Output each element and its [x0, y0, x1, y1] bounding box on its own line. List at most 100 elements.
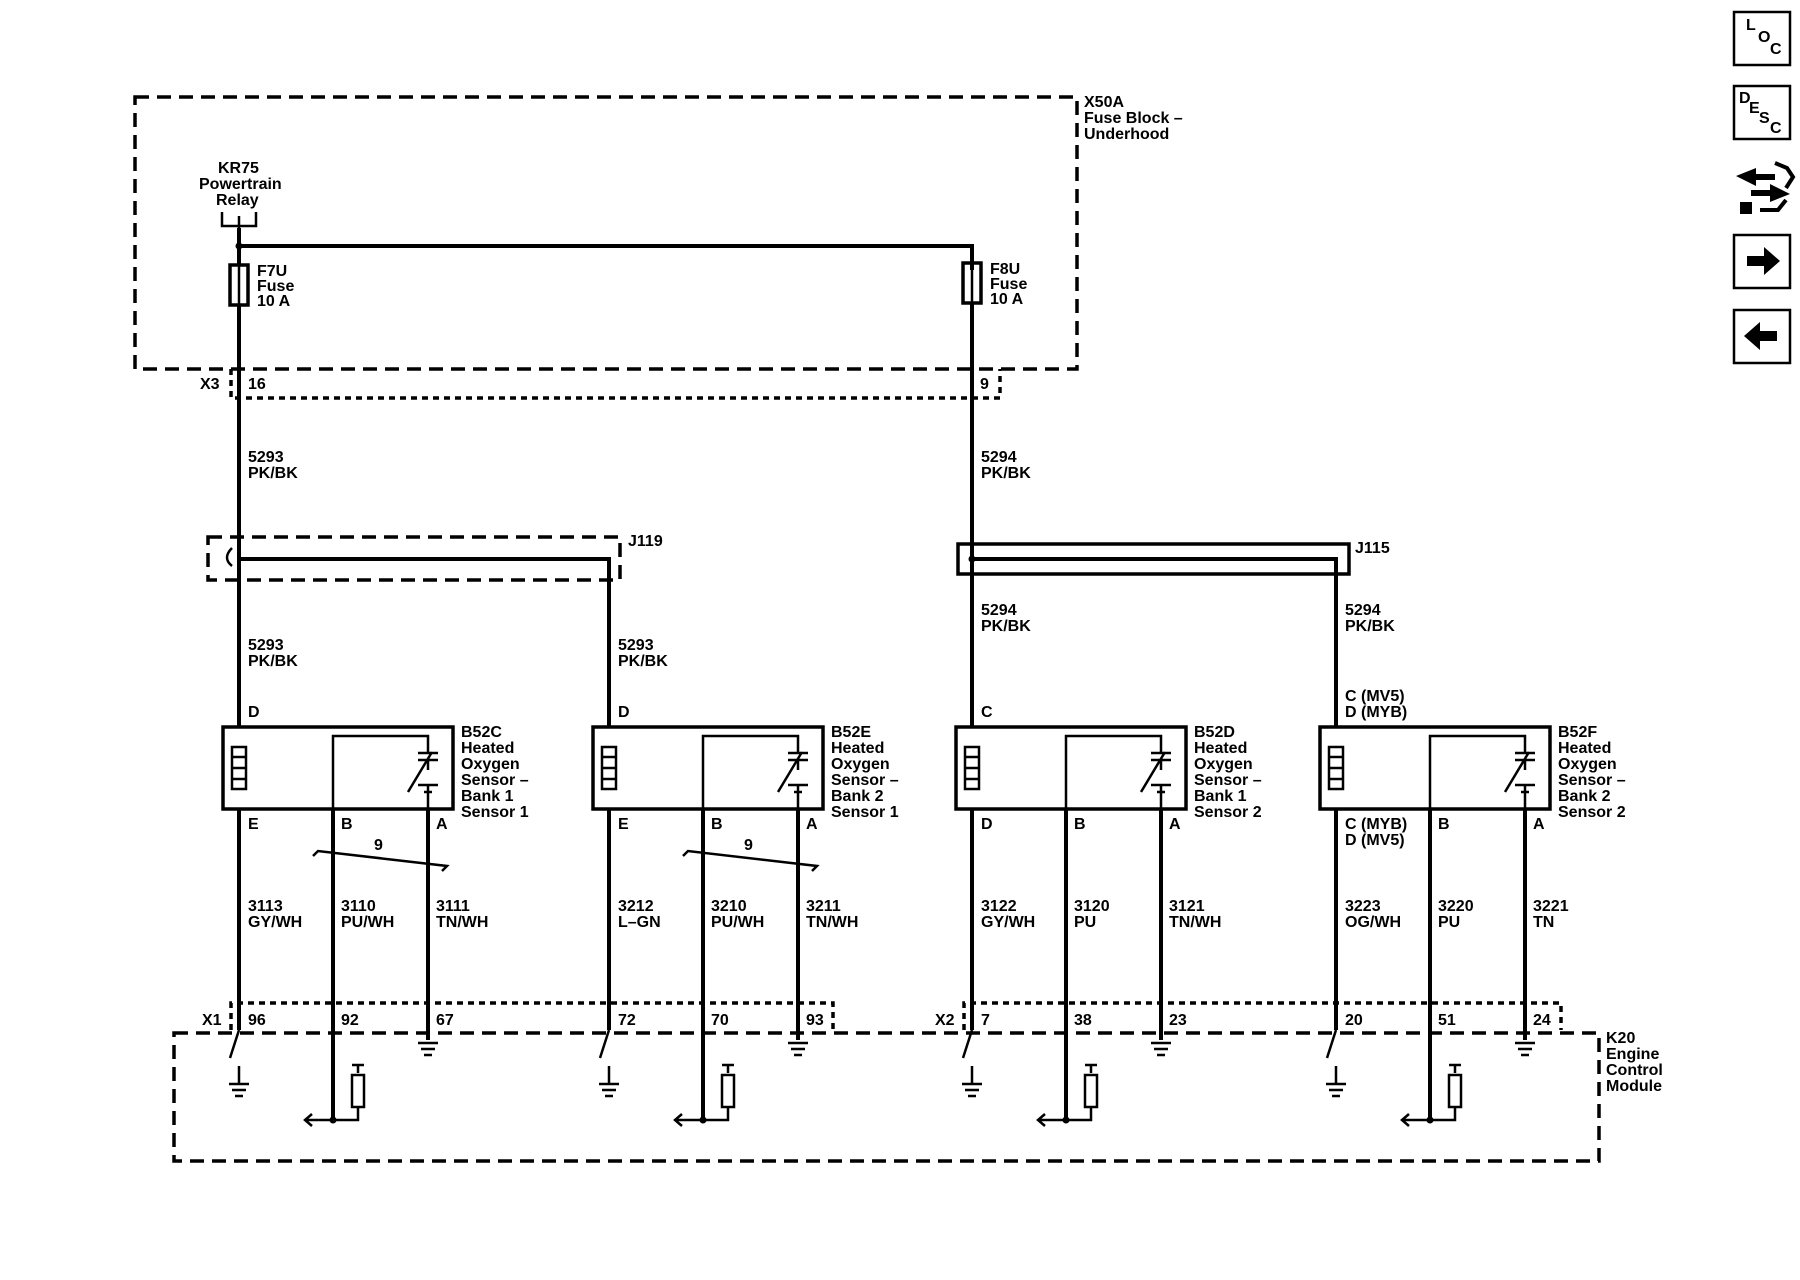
- wire-5293-circuit: 5293: [248, 449, 284, 466]
- ecm-pin-96: 96: [248, 1012, 266, 1029]
- sensor-b52d-l3: Sensor –: [1194, 772, 1262, 789]
- fuse-f8u-type: Fuse: [990, 276, 1027, 293]
- wire-5294-color: PK/BK: [981, 465, 1031, 482]
- wire-5293-color: PK/BK: [248, 465, 298, 482]
- j115-splice-wire: [972, 557, 1338, 727]
- twisted-pair-1: 9: [312, 837, 450, 872]
- sensor-b52f-top-pin-2: D (MYB): [1345, 704, 1407, 721]
- mid-wire-1-circuit: 5293: [248, 637, 284, 654]
- sensor-b52e-l2: Oxygen: [831, 756, 890, 773]
- lw-3-1-circuit: 3122: [981, 898, 1017, 915]
- left-arrow-icon: [1744, 322, 1777, 350]
- lw-1-3-color: TN/WH: [436, 914, 488, 931]
- mid-wire-2-color: PK/BK: [618, 653, 668, 670]
- sensor-b52c-pin-a: A: [436, 816, 448, 833]
- ecm-pin-51: 51: [1438, 1012, 1456, 1029]
- nav-loc-o: O: [1758, 29, 1770, 46]
- sensor-b52f-l4: Bank 2: [1558, 788, 1611, 805]
- sensor-b52e-pin-b: B: [711, 816, 723, 833]
- lw-2-2-circuit: 3210: [711, 898, 747, 915]
- twisted-pair-1-label: 9: [374, 837, 383, 854]
- lw-4-1-circuit: 3223: [1345, 898, 1381, 915]
- sensor-b52e-l4: Bank 2: [831, 788, 884, 805]
- j119-splice-wire: [239, 557, 611, 727]
- prev-arrow-button[interactable]: [1732, 308, 1792, 365]
- splice-j115-outline: [956, 542, 1351, 576]
- splice-j115-label: J115: [1355, 540, 1390, 557]
- mid-wire-3-circuit: 5294: [981, 602, 1017, 619]
- sensor-b52c-l5: Sensor 1: [461, 804, 529, 821]
- sensor-b52c-l1: Heated: [461, 740, 514, 757]
- lw-3-1-color: GY/WH: [981, 914, 1035, 931]
- sensor-b52f-l5: Sensor 2: [1558, 804, 1626, 821]
- nav-desc-c: C: [1770, 120, 1782, 137]
- sensor-b52c: D B52C Heated Oxygen Sensor – Bank 1 Sen…: [221, 704, 529, 833]
- ecm-pin-38: 38: [1074, 1012, 1092, 1029]
- nav-desc-d: D: [1739, 90, 1751, 107]
- x3-pin-9: 9: [980, 376, 989, 393]
- ecm-signal-inputs: [303, 1063, 1463, 1127]
- sensor-b52d-pin-d: D: [981, 816, 993, 833]
- sensor-b52e-pin-e: E: [618, 816, 629, 833]
- nav-loc-l: L: [1746, 17, 1756, 34]
- ecm-low-side-switches: [228, 1029, 1346, 1098]
- x1-label: X1: [202, 1012, 222, 1029]
- sensor-b52c-l2: Oxygen: [461, 756, 520, 773]
- sensor-b52f-l1: Heated: [1558, 740, 1611, 757]
- lw-3-3-circuit: 3121: [1169, 898, 1205, 915]
- ecm-ref: K20: [1606, 1030, 1635, 1047]
- fuse-f7u-rating: 10 A: [257, 293, 291, 310]
- sensor-b52e-top-pin: D: [618, 704, 630, 721]
- sensor-b52f-pin-b: B: [1438, 816, 1450, 833]
- j119-splice-hook: [225, 547, 233, 567]
- sensor-b52f: C (MV5) D (MYB) B52F Heated Oxygen Senso…: [1318, 688, 1626, 849]
- mid-wire-2-circuit: 5293: [618, 637, 654, 654]
- sensor-b52d-pin-a: A: [1169, 816, 1181, 833]
- relay-contact-symbol: [220, 212, 258, 228]
- nav-desc-button[interactable]: D E S C: [1732, 84, 1792, 141]
- sensor-b52e-ref: B52E: [831, 724, 871, 741]
- sensor-b52d-ref: B52D: [1194, 724, 1235, 741]
- sensor-b52c-top-pin: D: [248, 704, 260, 721]
- lw-4-1-color: OG/WH: [1345, 914, 1401, 931]
- x3-pin-16: 16: [248, 376, 266, 393]
- relay-bus-wire: [237, 228, 974, 270]
- ecm-pin-24: 24: [1533, 1012, 1551, 1029]
- sensor-b52f-pin-a: A: [1533, 816, 1545, 833]
- twisted-pair-2-label: 9: [744, 837, 753, 854]
- sensor-b52d-top-pin: C: [981, 704, 993, 721]
- sensor-b52c-pin-b: B: [341, 816, 353, 833]
- ecm-pin-70: 70: [711, 1012, 729, 1029]
- fuse-f7u-type: Fuse: [257, 278, 294, 295]
- sensor-b52c-l4: Bank 1: [461, 788, 514, 805]
- sensor-b52f-ref: B52F: [1558, 724, 1597, 741]
- lw-4-3-circuit: 3221: [1533, 898, 1569, 915]
- lw-1-2-circuit: 3110: [341, 898, 376, 915]
- fuse-block-name-2: Underhood: [1084, 126, 1169, 143]
- lw-4-2-circuit: 3220: [1438, 898, 1474, 915]
- fuse-f7u-ref: F7U: [257, 263, 287, 280]
- fuse-f8u-rating: 10 A: [990, 291, 1024, 308]
- sensor-b52c-ref: B52C: [461, 724, 502, 741]
- twisted-pair-2: 9: [682, 837, 820, 872]
- ecm-pin-67: 67: [436, 1012, 454, 1029]
- ecm-signal-grounds: [418, 1041, 1535, 1057]
- sensor-b52c-l3: Sensor –: [461, 772, 529, 789]
- nav-loc-button[interactable]: L O C: [1732, 10, 1792, 67]
- lw-2-1-color: L–GN: [618, 914, 661, 931]
- x2-connector-outline: [962, 1001, 1563, 1030]
- right-arrow-icon: [1747, 247, 1780, 275]
- sensor-b52f-pin-left: C (MYB): [1345, 816, 1407, 833]
- relay-ref: KR75: [218, 160, 259, 177]
- fuse-block-ref: X50A: [1084, 94, 1124, 111]
- next-arrow-button[interactable]: [1732, 233, 1792, 290]
- ecm-pin-7: 7: [981, 1012, 990, 1029]
- lw-3-2-circuit: 3120: [1074, 898, 1110, 915]
- ecm-name-2: Control: [1606, 1062, 1663, 1079]
- sensor-b52e: D B52E Heated Oxygen Sensor – Bank 2 Sen…: [591, 704, 899, 833]
- lw-3-3-color: TN/WH: [1169, 914, 1221, 931]
- sensor-b52d-pin-b: B: [1074, 816, 1086, 833]
- connector-tool-icon[interactable]: [1736, 161, 1796, 214]
- x3-connector-outline: [229, 369, 1002, 400]
